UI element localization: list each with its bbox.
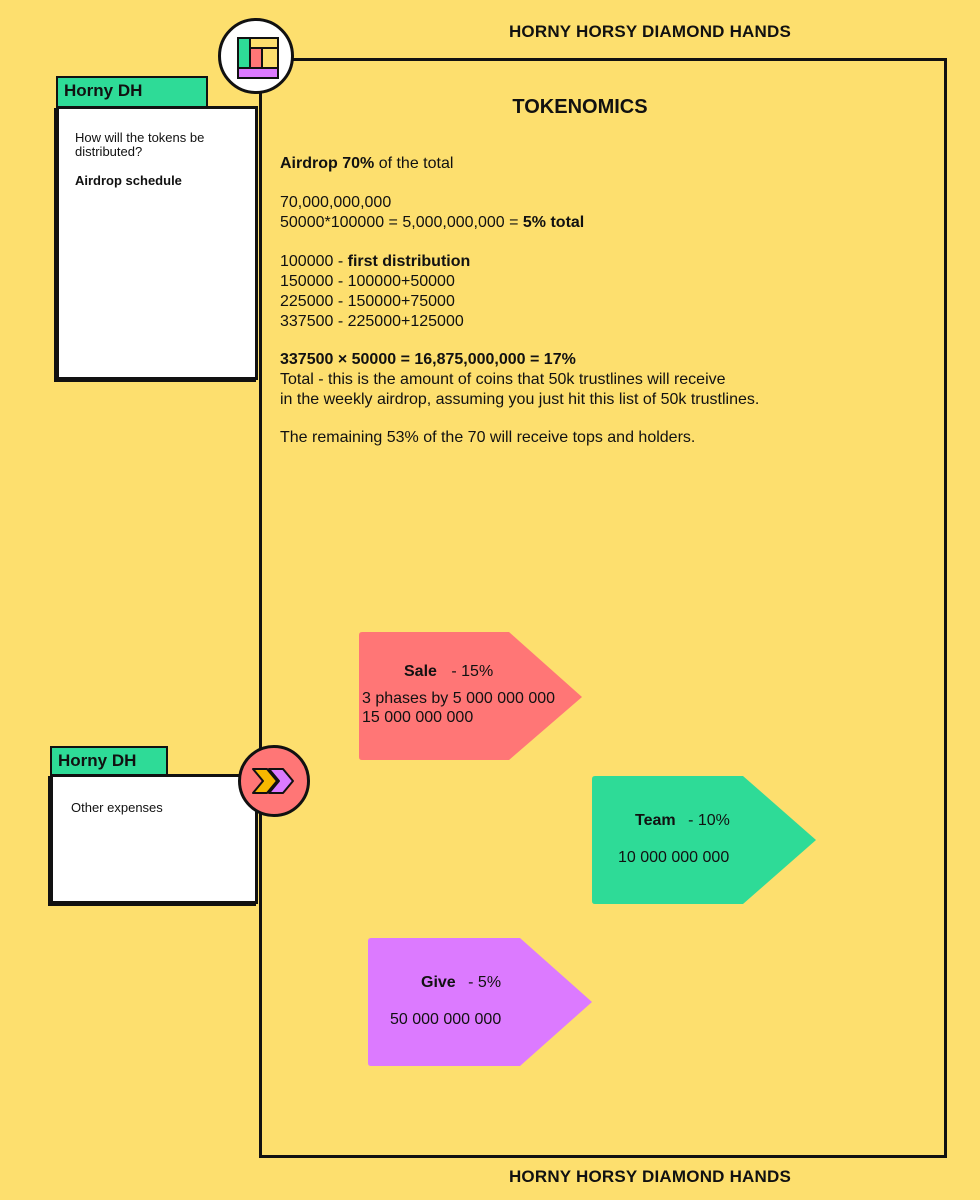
airdrop-bold: Airdrop 70% bbox=[280, 155, 375, 172]
dist-line: 337500 - 225000+125000 bbox=[280, 313, 464, 330]
airdrop-line: Airdrop 70% of the total bbox=[280, 154, 453, 174]
card-tag-label: Horny DH bbox=[64, 81, 143, 100]
team-amount: 10 000 000 000 bbox=[618, 849, 730, 866]
team-shape bbox=[592, 776, 816, 904]
give-amount: 50 000 000 000 bbox=[390, 1011, 502, 1028]
card-question: How will the tokens be distributed? bbox=[75, 130, 205, 159]
header-title: HORNY HORSY DIAMOND HANDS bbox=[508, 22, 792, 41]
calc-plain: 50000*100000 = 5,000,000,000 = bbox=[280, 214, 523, 231]
footer-title: HORNY HORSY DIAMOND HANDS bbox=[508, 1167, 792, 1186]
team-name: Team bbox=[635, 812, 676, 829]
sale-detail: 3 phases by 5 000 000 000 bbox=[362, 690, 556, 707]
give-percent: - 5% bbox=[468, 974, 502, 991]
double-chevron-icon bbox=[238, 745, 310, 817]
card-tag-label: Horny DH bbox=[58, 751, 137, 770]
layout-grid-icon bbox=[218, 18, 294, 94]
give-shape bbox=[368, 938, 592, 1066]
card-tag: Horny DH bbox=[50, 746, 168, 776]
card-answer: Airdrop schedule bbox=[75, 173, 182, 188]
dist-line: 150000 - 100000+50000 bbox=[280, 273, 455, 290]
dist-line: 100000 - first distribution bbox=[280, 252, 470, 272]
note-card: Other expenses bbox=[50, 774, 258, 904]
sale-amount: 15 000 000 000 bbox=[362, 709, 474, 726]
main-frame bbox=[259, 58, 947, 1158]
sale-label: Sale - 15% bbox=[404, 663, 493, 681]
calc-line: 50000*100000 = 5,000,000,000 = 5% total bbox=[280, 213, 584, 233]
dist-line: 225000 - 150000+75000 bbox=[280, 293, 455, 310]
sale-percent: - 15% bbox=[451, 663, 494, 680]
team-percent: - 10% bbox=[688, 812, 730, 829]
card-tag: Horny DH bbox=[56, 76, 208, 108]
team-label: Team - 10% bbox=[635, 812, 730, 830]
note-card: How will the tokens be distributed? Aird… bbox=[56, 106, 258, 380]
sale-name: Sale bbox=[404, 663, 437, 680]
give-label: Give - 5% bbox=[421, 974, 501, 992]
summary-line: in the weekly airdrop, assuming you just… bbox=[280, 391, 760, 408]
airdrop-rest: of the total bbox=[374, 155, 454, 172]
dist-plain: 100000 - bbox=[280, 253, 348, 270]
card-question: Other expenses bbox=[71, 800, 163, 815]
remaining-line: The remaining 53% of the 70 will receive… bbox=[280, 429, 696, 446]
dist-bold: first distribution bbox=[347, 253, 471, 270]
give-name: Give bbox=[421, 974, 456, 991]
tokenomics-title: TOKENOMICS bbox=[512, 96, 648, 118]
total-supply: 70,000,000,000 bbox=[280, 194, 392, 211]
summary-bold: 337500 × 50000 = 16,875,000,000 = 17% bbox=[280, 351, 576, 368]
summary-line: Total - this is the amount of coins that… bbox=[280, 371, 726, 388]
sale-shape bbox=[359, 632, 582, 760]
calc-bold: 5% total bbox=[522, 214, 585, 231]
